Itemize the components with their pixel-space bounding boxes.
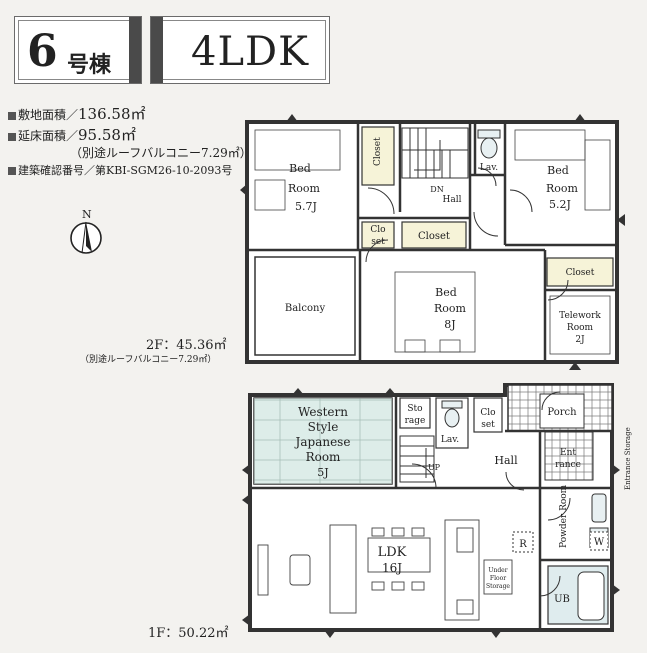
permit-label: 建築確認番号／第KBI-SGM26-10-2093号 bbox=[18, 164, 233, 177]
japanese-line3: Japanese bbox=[294, 435, 351, 449]
second-floor-plan: Bed Room 5.7J DN Hall Lav. Bed Room 5.2J… bbox=[240, 114, 625, 370]
entrance-storage-label: Entrance Storage bbox=[624, 427, 632, 490]
2f-lav-label: Lav. bbox=[480, 163, 498, 173]
bed1-area: 5.7J bbox=[295, 200, 317, 213]
floor-area-line: 延床面積／95.58㎡ bbox=[8, 127, 136, 144]
layout-type-box: 4LDK bbox=[150, 16, 330, 84]
up-label: UP bbox=[428, 463, 441, 472]
permit-line: 建築確認番号／第KBI-SGM26-10-2093号 bbox=[8, 163, 232, 179]
telework-area: 2J bbox=[575, 335, 585, 345]
1f-closet-line1: Clo bbox=[480, 408, 495, 418]
compass-north-label: N bbox=[82, 208, 92, 221]
storage-line1: Sto bbox=[407, 404, 422, 414]
2f-closet-label: Closet bbox=[418, 231, 450, 242]
storage-line2: rage bbox=[405, 416, 426, 426]
balcony-label: Balcony bbox=[285, 303, 326, 314]
floor-area-value: 95.58㎡ bbox=[78, 126, 136, 144]
bullet-square-icon bbox=[8, 167, 16, 175]
bed3-line1: Bed bbox=[435, 286, 457, 299]
second-floor-area-note: （別途ルーフバルコニー7.29㎡） bbox=[80, 355, 217, 365]
building-suffix: 号棟 bbox=[67, 53, 112, 78]
header-accent-bar bbox=[129, 17, 141, 83]
porch-label: Porch bbox=[547, 407, 577, 418]
japanese-area: 5J bbox=[317, 466, 328, 479]
building-number: 6 bbox=[27, 26, 58, 77]
2f-hall-label: Hall bbox=[443, 195, 462, 205]
second-floor-area: 2F：45.36㎡ bbox=[146, 338, 227, 353]
japanese-line2: Style bbox=[308, 420, 339, 434]
washer-mark: W bbox=[594, 537, 605, 548]
first-floor-plan: Western Style Japanese Room 5J Sto rage … bbox=[242, 383, 632, 638]
1f-closet-line2: set bbox=[481, 420, 495, 430]
japanese-line4: Room bbox=[306, 450, 341, 464]
1f-lav-label: Lav. bbox=[441, 435, 459, 445]
2f-vertical-closet-label: Closet bbox=[373, 137, 383, 166]
telework-line1: Telework bbox=[559, 311, 601, 321]
ldk-label: LDK bbox=[378, 545, 407, 560]
entrance-line2: rance bbox=[555, 460, 581, 470]
bed1-line1: Bed bbox=[289, 162, 311, 175]
bed1-line2: Room bbox=[288, 182, 321, 195]
bed3-line2: Room bbox=[434, 302, 467, 315]
bed2-area: 5.2J bbox=[549, 198, 571, 211]
floor-area-note: （別途ルーフバルコニー7.29㎡） bbox=[70, 146, 252, 160]
header-accent-bar bbox=[151, 17, 163, 83]
site-area-line: 敷地面積／136.58㎡ bbox=[8, 106, 146, 123]
dn-label: DN bbox=[430, 185, 443, 194]
bed3-area: 8J bbox=[444, 318, 455, 331]
1f-hall-label: Hall bbox=[494, 454, 518, 467]
japanese-line1: Western bbox=[298, 405, 348, 419]
layout-type: 4LDK bbox=[191, 29, 309, 75]
entrance-line1: Ent bbox=[560, 448, 576, 458]
site-area-value: 136.58㎡ bbox=[78, 105, 146, 123]
first-floor-area: 1F：50.22㎡ bbox=[148, 626, 229, 641]
bullet-square-icon bbox=[8, 111, 16, 120]
building-number-box: 6 号棟 bbox=[14, 16, 142, 84]
telework-line2: Room bbox=[567, 323, 594, 333]
refrigerator-mark: R bbox=[519, 539, 527, 550]
2f-small-closet-line1: Clo bbox=[370, 225, 385, 235]
2f-right-closet-label: Closet bbox=[566, 268, 595, 278]
bed2-line1: Bed bbox=[547, 164, 569, 177]
underfloor-line1: Under bbox=[488, 567, 507, 574]
2f-small-closet-line2: set bbox=[371, 237, 385, 247]
floor-area-label: 延床面積／ bbox=[18, 129, 79, 143]
ub-label: UB bbox=[554, 594, 570, 605]
bullet-square-icon bbox=[8, 132, 16, 141]
bed2-line2: Room bbox=[546, 182, 579, 195]
compass-icon: N bbox=[70, 208, 102, 254]
ldk-area: 16J bbox=[382, 561, 402, 575]
powder-room-label: Powder Room bbox=[559, 484, 569, 548]
site-area-label: 敷地面積／ bbox=[18, 108, 79, 122]
underfloor-line3: Storage bbox=[486, 583, 510, 590]
underfloor-line2: Floor bbox=[490, 575, 506, 582]
